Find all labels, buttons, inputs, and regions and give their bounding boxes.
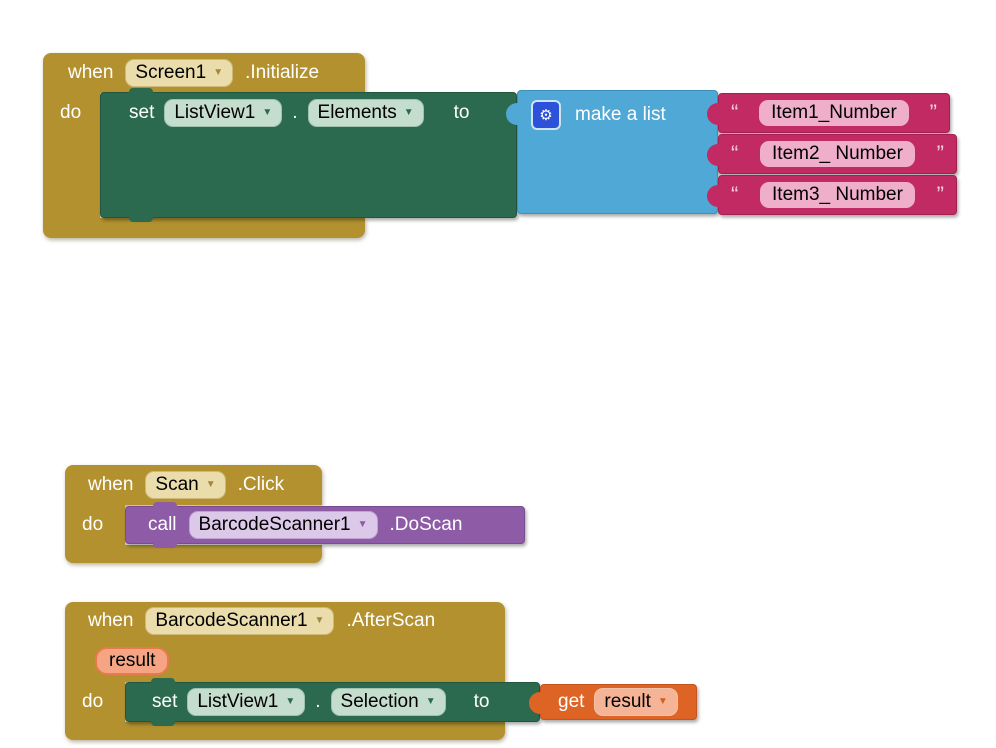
event-bottom-lip bbox=[43, 218, 365, 238]
dropdown-value: BarcodeScanner1 bbox=[155, 610, 308, 631]
event-left-spine: do bbox=[65, 505, 125, 545]
close-quote: ” bbox=[936, 182, 944, 207]
connector-plug bbox=[529, 692, 542, 714]
connector-plug bbox=[506, 103, 519, 125]
call-barcodescanner-doscan-block[interactable]: call BarcodeScanner1 ▼ .DoScan bbox=[125, 502, 525, 548]
dropdown-value: Scan bbox=[155, 474, 199, 495]
dropdown-value: ListView1 bbox=[197, 691, 279, 712]
chevron-down-icon: ▼ bbox=[262, 107, 273, 118]
text-string-block-item3[interactable]: “ Item3_ Number ” bbox=[707, 175, 957, 215]
method-name-label: .DoScan bbox=[389, 514, 463, 535]
get-label: get bbox=[558, 691, 585, 712]
property-dropdown-selection[interactable]: Selection ▼ bbox=[330, 688, 446, 716]
event-name-label: .AfterScan bbox=[346, 610, 436, 631]
event-header: when BarcodeScanner1 ▼ .AfterScan bbox=[65, 602, 505, 640]
dropdown-value: Selection bbox=[340, 691, 419, 712]
connector-plug bbox=[707, 103, 720, 125]
text-string-block-item2[interactable]: “ Item2_ Number ” bbox=[707, 134, 957, 174]
do-label: do bbox=[82, 691, 104, 712]
chevron-down-icon: ▼ bbox=[314, 615, 325, 626]
component-dropdown-listview1[interactable]: ListView1 ▼ bbox=[187, 688, 306, 716]
close-quote: ” bbox=[936, 141, 944, 166]
do-label: do bbox=[82, 514, 104, 535]
event-block-scan-click[interactable]: when Scan ▼ .Click do bbox=[65, 465, 322, 563]
component-dropdown-listview1[interactable]: ListView1 ▼ bbox=[164, 99, 283, 127]
component-dropdown-barcodescanner1[interactable]: BarcodeScanner1 ▼ bbox=[188, 511, 378, 539]
event-name-label: .Initialize bbox=[245, 62, 320, 83]
connector-bump bbox=[151, 720, 175, 726]
dot-label: . bbox=[292, 102, 298, 123]
when-label: when bbox=[68, 62, 114, 83]
param-chip-result[interactable]: result bbox=[95, 647, 170, 675]
property-dropdown-elements[interactable]: Elements ▼ bbox=[307, 99, 424, 127]
dropdown-value: Elements bbox=[317, 102, 397, 123]
chevron-down-icon: ▼ bbox=[425, 696, 436, 707]
connector-bump bbox=[151, 678, 175, 684]
dropdown-value: Screen1 bbox=[135, 62, 207, 83]
connector-bump bbox=[153, 542, 177, 548]
string-value-field[interactable]: Item1_Number bbox=[759, 100, 909, 126]
string-value-field[interactable]: Item3_ Number bbox=[760, 182, 915, 208]
event-bottom-lip bbox=[65, 722, 505, 740]
set-listview1-elements-block[interactable]: set ListView1 ▼ . Elements ▼ to bbox=[100, 88, 517, 222]
event-param-row: result bbox=[65, 640, 505, 682]
open-quote: “ bbox=[731, 100, 739, 125]
event-left-spine: do bbox=[65, 682, 125, 722]
component-dropdown-scan[interactable]: Scan ▼ bbox=[145, 471, 226, 499]
chevron-down-icon: ▼ bbox=[357, 519, 368, 530]
event-block-barcodescanner-afterscan[interactable]: when BarcodeScanner1 ▼ .AfterScan result… bbox=[65, 602, 505, 740]
get-result-block[interactable]: get result ▼ bbox=[529, 684, 697, 720]
make-a-list-label: make a list bbox=[575, 104, 666, 125]
chevron-down-icon: ▼ bbox=[205, 479, 216, 490]
call-label: call bbox=[148, 514, 177, 535]
to-label: to bbox=[453, 102, 470, 123]
chevron-down-icon: ▼ bbox=[285, 696, 296, 707]
open-quote: “ bbox=[731, 141, 739, 166]
event-header: when Scan ▼ .Click bbox=[65, 465, 322, 505]
connector-bump bbox=[153, 502, 177, 508]
close-quote: ” bbox=[929, 100, 937, 125]
set-label: set bbox=[152, 691, 178, 712]
dropdown-value: ListView1 bbox=[174, 102, 256, 123]
gear-glyph: ⚙ bbox=[539, 107, 553, 124]
when-label: when bbox=[88, 610, 134, 631]
connector-plug bbox=[707, 144, 720, 166]
connector-bump bbox=[129, 88, 153, 94]
connector-bump bbox=[129, 216, 153, 222]
component-dropdown-barcodescanner1[interactable]: BarcodeScanner1 ▼ bbox=[145, 607, 335, 635]
event-bottom-lip bbox=[65, 545, 322, 563]
component-dropdown-screen1[interactable]: Screen1 ▼ bbox=[125, 59, 234, 87]
make-a-list-block[interactable]: ⚙ make a list bbox=[506, 90, 718, 214]
dot-label: . bbox=[315, 691, 321, 712]
text-string-block-item1[interactable]: “ Item1_Number ” bbox=[707, 93, 950, 133]
event-left-spine: do bbox=[43, 93, 100, 218]
when-label: when bbox=[88, 474, 134, 495]
event-block-screen-initialize[interactable]: when Screen1 ▼ .Initialize do bbox=[43, 53, 365, 238]
open-quote: “ bbox=[731, 182, 739, 207]
set-label: set bbox=[129, 102, 155, 123]
chevron-down-icon: ▼ bbox=[403, 107, 414, 118]
mutator-gear-icon[interactable]: ⚙ bbox=[531, 100, 561, 130]
set-listview1-selection-block[interactable]: set ListView1 ▼ . Selection ▼ to bbox=[125, 678, 540, 726]
variable-dropdown-result[interactable]: result ▼ bbox=[594, 688, 678, 716]
do-label: do bbox=[60, 102, 82, 123]
chevron-down-icon: ▼ bbox=[657, 696, 668, 707]
to-label: to bbox=[473, 691, 490, 712]
chevron-down-icon: ▼ bbox=[213, 67, 224, 78]
dropdown-value: result bbox=[604, 691, 651, 712]
string-value-field[interactable]: Item2_ Number bbox=[760, 141, 915, 167]
event-name-label: .Click bbox=[237, 474, 285, 495]
event-header: when Screen1 ▼ .Initialize bbox=[43, 53, 365, 93]
dropdown-value: BarcodeScanner1 bbox=[198, 514, 351, 535]
connector-plug bbox=[707, 185, 720, 207]
